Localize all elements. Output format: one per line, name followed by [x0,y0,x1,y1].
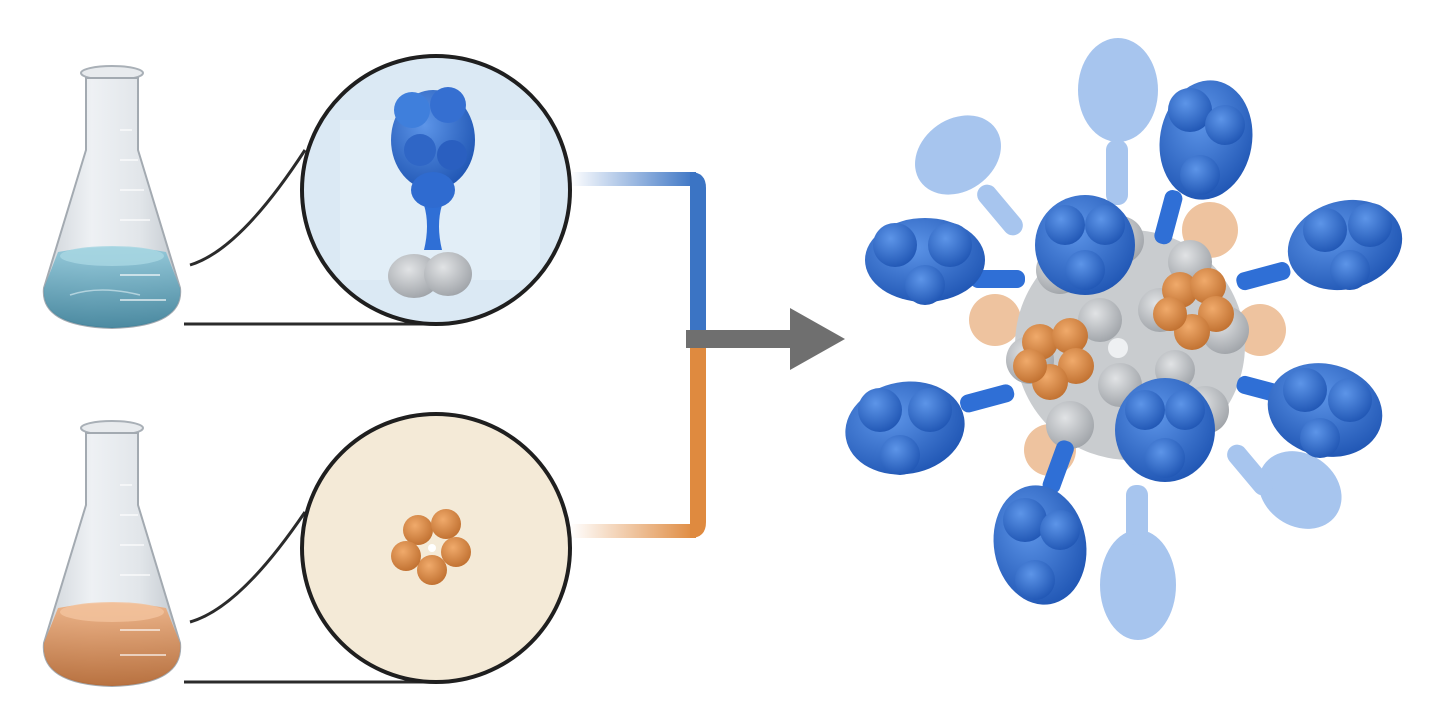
antigen-head-bottom [993,485,1087,605]
antigen-head-lower-right [1267,363,1383,458]
pentamer-protein [391,509,471,585]
connector-orange [570,346,706,538]
antigen-head-center-top [1035,195,1135,295]
front-pentamer-right [1153,268,1234,350]
antigen-head-right [1287,199,1403,291]
zoom-bottom [300,412,572,684]
antigen-protein [391,87,475,250]
flask-bottom [42,420,182,688]
antigen-base [388,252,472,298]
faded-antigens [915,38,1342,640]
zoom-lines [184,149,430,684]
merge-arrow [686,308,845,370]
antigen-head-upper-left [865,218,985,305]
antigen-head-top [1159,80,1253,200]
zoom-top [300,54,572,326]
antigen-head-center-bottom [1115,378,1215,482]
antigen-heads [845,80,1403,605]
antigen-stems [960,190,1291,494]
antigen-head-lower-left [845,381,965,475]
front-pentamer-left [1013,318,1094,400]
flask-top [42,65,182,330]
nanoparticle-assembly [845,38,1403,640]
connector-blue [570,172,706,336]
